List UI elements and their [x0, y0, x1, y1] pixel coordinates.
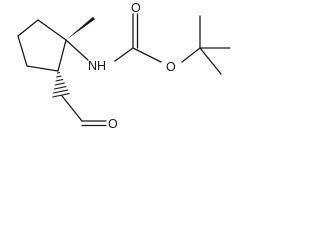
bond-nitrogen-carbonyl-carbon	[114, 47, 134, 62]
ring-bond-c5-c1	[37, 19, 67, 41]
bond-c1-nitrogen	[65, 39, 89, 61]
aldehyde-oxygen-label: O	[108, 117, 118, 131]
carbonyl-oxygen-label: O	[131, 1, 141, 15]
tert-butyl-methyl-down	[199, 47, 222, 75]
bond-carbonyl-carbon-ether-oxygen	[132, 47, 162, 63]
ring-bond-c4-c5	[17, 19, 39, 37]
aldehyde-hashed-bond	[52, 72, 70, 98]
methyl-wedge-bond	[66, 16, 95, 40]
ring-bond-c3-c4	[17, 35, 28, 67]
aldehyde-double-bond-a	[61, 95, 83, 122]
nitrogen-label: NH	[88, 59, 106, 73]
molecule-structure: NH O O O	[17, 1, 231, 131]
ring-bond-c1-c2	[57, 39, 67, 72]
ring-bond-c2-c3	[26, 65, 59, 72]
bond-ether-oxygen-tert-carbon	[181, 47, 201, 63]
ether-oxygen-label: O	[166, 60, 176, 74]
